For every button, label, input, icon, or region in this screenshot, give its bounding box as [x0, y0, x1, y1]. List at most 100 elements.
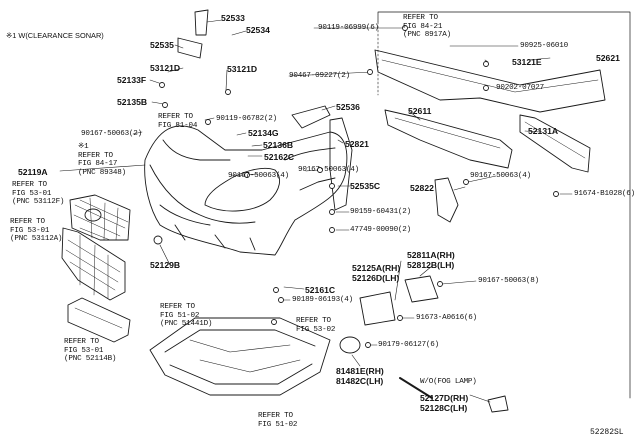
refer-fig-51-02-bottom[interactable]: REFER TO FIG 51-02	[258, 412, 297, 429]
ref-line: FIG 53-01	[12, 189, 52, 198]
ref-line: FIG 53-01	[64, 346, 104, 355]
part-52533[interactable]: 52533	[221, 13, 245, 23]
part-90119-06999[interactable]: 90119-06999(6)	[318, 24, 379, 32]
ref-line: (PNC 53112A)	[10, 235, 63, 244]
part-52535[interactable]: 52535	[150, 40, 174, 50]
grille-drawing	[69, 194, 131, 241]
part-91674-b1028[interactable]: 91674-B1028(6)	[574, 190, 635, 198]
part-90925-06010[interactable]: 90925-06010	[520, 42, 568, 50]
ref-line: (PNC 53112F)	[12, 198, 65, 207]
part-90167-50063-2[interactable]: 90167-50063(2)	[81, 130, 142, 138]
reinforcement-drawing	[519, 114, 591, 173]
ref-line: REFER TO	[403, 14, 438, 22]
part-52822[interactable]: 52822	[410, 183, 434, 193]
part-52125a[interactable]: 52125A(RH)	[352, 263, 401, 273]
part-52127d[interactable]: 52127D(RH)	[420, 393, 469, 403]
retainer-52533-drawing	[194, 9, 209, 36]
part-53121d-center[interactable]: 53121D	[227, 64, 258, 74]
fog-lamp-note: W/O(FOG LAMP)	[420, 378, 477, 386]
part-52125a-52126d[interactable]: 52125A(RH) 52126D(LH)	[352, 263, 400, 283]
refer-fig-53-01-b[interactable]: REFER TO FIG 53-01 (PNC 52114B)	[64, 338, 116, 364]
ref-line: FIG 53-02	[296, 325, 336, 334]
energy-absorber-drawing	[374, 49, 606, 113]
part-52119a[interactable]: 52119A	[18, 167, 48, 177]
part-90202-07027[interactable]: 90202-07027	[496, 84, 544, 92]
part-52131a[interactable]: 52131A	[528, 126, 559, 136]
refer-fig-53-02[interactable]: REFER TO FIG 53-02	[296, 317, 335, 334]
cap-52129b-drawing	[153, 235, 163, 245]
part-90167-50063-4-center[interactable]: 90167-50063(4)	[228, 172, 289, 180]
fog-cover-drawing	[404, 275, 439, 303]
part-90159-60431[interactable]: 90159-60431(2)	[350, 208, 411, 216]
ref-line: (PNC 52114B)	[64, 355, 117, 364]
part-52129b[interactable]: 52129B	[150, 260, 181, 270]
diagram-code: 52282SL	[590, 428, 624, 437]
ref-line: REFER TO	[10, 218, 45, 226]
part-52812b[interactable]: 52812B(LH)	[407, 260, 455, 270]
ref-line: FIG 84-17	[78, 160, 118, 169]
bracket-52125-drawing	[359, 291, 396, 326]
part-52134g[interactable]: 52134G	[248, 128, 279, 138]
refer-fig-84-21[interactable]: REFER TO FIG 84-21 (PNC 8917A)	[403, 14, 451, 40]
reflector-81481-drawing	[339, 336, 361, 354]
ref-line: REFER TO	[296, 317, 331, 325]
part-81482c[interactable]: 81482C(LH)	[336, 376, 384, 386]
ref-line: FIG 81-04	[158, 121, 198, 130]
refer-fig-81-04[interactable]: REFER TO FIG 81-04	[158, 113, 197, 130]
refer-fig-51-02[interactable]: REFER TO FIG 51-02 (PNC 51441D)	[160, 303, 212, 329]
part-52611[interactable]: 52611	[408, 106, 432, 116]
part-52621[interactable]: 52621	[596, 53, 620, 63]
ref-line: REFER TO	[258, 412, 293, 420]
ref-line: (PNC 89348)	[78, 168, 126, 177]
part-90167-50063-8[interactable]: 90167-50063(8)	[478, 277, 539, 285]
retainer-52535-drawing	[177, 37, 203, 59]
part-52128c[interactable]: 52128C(LH)	[420, 403, 468, 413]
part-52535c[interactable]: 52535C	[350, 181, 381, 191]
part-90167-50063-4-far-right[interactable]: 90167-50063(4)	[470, 172, 531, 180]
part-52821[interactable]: 52821	[345, 139, 369, 149]
part-81481e-81482c[interactable]: 81481E(RH) 81482C(LH)	[336, 366, 384, 386]
ref-line: FIG 84-21	[403, 22, 443, 31]
ref-line: ※1	[78, 143, 89, 151]
part-47749-00090[interactable]: 47749-00090(2)	[350, 226, 411, 234]
side-bracket-52821-drawing	[329, 117, 353, 211]
ref-line: REFER TO	[12, 181, 47, 189]
part-52127d-52128c[interactable]: 52127D(RH) 52128C(LH)	[420, 393, 468, 413]
part-90167-50063-4-right[interactable]: 90167-50063(4)	[298, 166, 359, 174]
lower-grille-drawing	[61, 227, 126, 301]
ref-line: REFER TO	[158, 113, 193, 121]
part-90179-06127[interactable]: 90179-06127(6)	[378, 341, 439, 349]
part-52534[interactable]: 52534	[246, 25, 270, 35]
part-52161c[interactable]: 52161C	[305, 285, 336, 295]
part-52536[interactable]: 52536	[336, 102, 360, 112]
ref-line: FIG 51-02	[258, 420, 298, 429]
bumper-absorber-drawing	[384, 109, 513, 169]
part-53121d-left[interactable]: 53121D	[150, 63, 181, 73]
ref-line: (PNC 8917A)	[403, 31, 451, 40]
part-52135b[interactable]: 52135B	[117, 97, 148, 107]
refer-fig-53-01-a[interactable]: REFER TO FIG 53-01 (PNC 53112A)	[10, 218, 62, 244]
clearance-sonar-note: ※1 W(CLEARANCE SONAR)	[6, 31, 104, 40]
part-52126d[interactable]: 52126D(LH)	[352, 273, 400, 283]
part-90119-06782[interactable]: 90119-06782(2)	[216, 115, 277, 123]
part-52811a[interactable]: 52811A(RH)	[407, 250, 455, 260]
part-90467-09227[interactable]: 90467-09227(2)	[289, 72, 350, 80]
part-52162c[interactable]: 52162C	[264, 152, 295, 162]
refer-fig-84-17[interactable]: ※1 REFER TO FIG 84-17 (PNC 89348)	[78, 143, 126, 177]
part-52811a-52812b[interactable]: 52811A(RH) 52812B(LH)	[407, 250, 455, 270]
part-81481e[interactable]: 81481E(RH)	[336, 366, 384, 376]
ref-line: FIG 53-01	[10, 226, 50, 235]
ref-line: REFER TO	[160, 303, 195, 311]
part-53121e[interactable]: 53121E	[512, 57, 542, 67]
side-bracket-52822-drawing	[434, 177, 459, 223]
part-91673-a0616[interactable]: 91673-A0616(6)	[416, 314, 477, 322]
part-90189-06193[interactable]: 90189-06193(4)	[292, 296, 353, 304]
ref-line: REFER TO	[78, 151, 113, 160]
retainer-52536-drawing	[291, 105, 331, 129]
part-52133f[interactable]: 52133F	[117, 75, 147, 85]
fog-cover-lh-drawing	[487, 395, 509, 413]
part-52136b[interactable]: 52136B	[263, 140, 294, 150]
refer-fig-53-01-f[interactable]: REFER TO FIG 53-01 (PNC 53112F)	[12, 181, 64, 207]
